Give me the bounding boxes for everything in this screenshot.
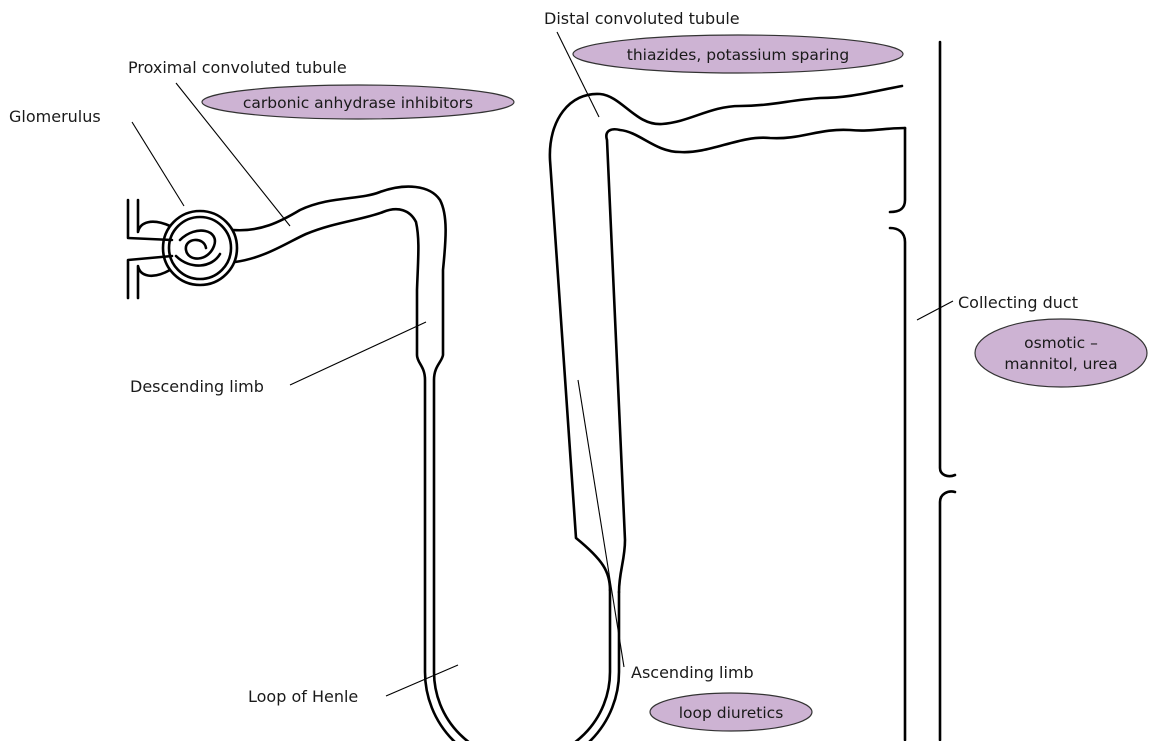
loop-leader xyxy=(386,665,458,696)
collecting-leader xyxy=(917,301,953,320)
ascending-drug-bubble: loop diuretics xyxy=(650,693,812,731)
bubble-shape xyxy=(975,319,1147,387)
ascending-leader xyxy=(578,380,624,667)
collecting-drug-text-line2: mannitol, urea xyxy=(1004,355,1117,373)
descending-label: Descending limb xyxy=(130,377,264,396)
distal-drug-bubble: thiazides, potassium sparing xyxy=(573,35,903,73)
ascending-drug-text: loop diuretics xyxy=(679,704,784,722)
descending-leader xyxy=(290,322,426,385)
collecting-drug-bubble: osmotic – mannitol, urea xyxy=(975,319,1147,387)
glomerulus-label: Glomerulus xyxy=(9,107,101,126)
proximal-label: Proximal convoluted tubule xyxy=(128,58,347,77)
distal-drug-text: thiazides, potassium sparing xyxy=(627,46,849,64)
collecting-drug-text-line1: osmotic – xyxy=(1024,334,1098,352)
collecting-duct-drawing xyxy=(890,42,955,740)
collecting-label: Collecting duct xyxy=(958,293,1078,312)
distal-label: Distal convoluted tubule xyxy=(544,9,740,28)
distal-tubule-drawing xyxy=(550,86,905,592)
proximal-tubule-drawing xyxy=(233,187,619,741)
proximal-drug-text: carbonic anhydrase inhibitors xyxy=(243,94,473,112)
proximal-drug-bubble: carbonic anhydrase inhibitors xyxy=(202,85,514,119)
loop-label: Loop of Henle xyxy=(248,687,358,706)
ascending-label: Ascending limb xyxy=(631,663,754,682)
glomerulus-leader xyxy=(132,122,184,206)
glomerulus-drawing xyxy=(128,200,237,298)
